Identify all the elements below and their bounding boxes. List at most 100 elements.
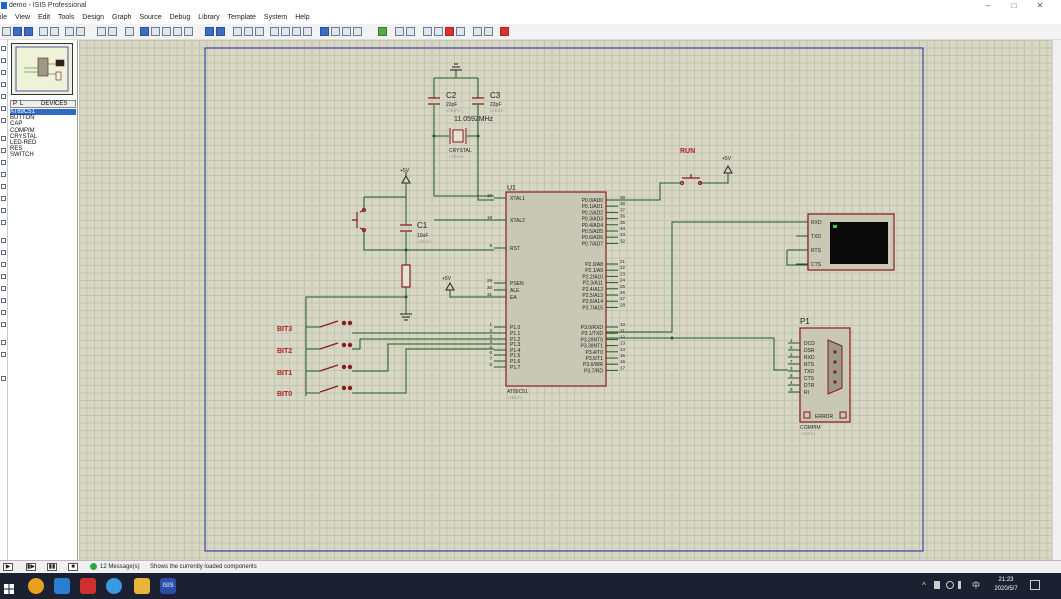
compim-p1[interactable] — [799, 327, 851, 423]
menu-edit[interactable]: Edit — [37, 14, 51, 21]
wire-autorouter-icon[interactable] — [378, 27, 387, 36]
wifi-icon[interactable] — [946, 581, 954, 589]
browser-icon[interactable] — [106, 578, 122, 594]
device-item-switch[interactable]: SWITCH — [10, 152, 34, 159]
search-app-icon[interactable] — [54, 578, 70, 594]
vertical-scrollbar[interactable] — [1052, 40, 1061, 560]
current-probe-icon[interactable] — [1, 208, 6, 213]
menu-debug[interactable]: Debug — [169, 14, 191, 21]
zoom-in-icon[interactable] — [151, 27, 160, 36]
mirror-x-icon[interactable] — [1, 376, 6, 381]
copy-icon[interactable] — [244, 27, 253, 36]
text-script-mode-icon[interactable] — [1, 94, 6, 99]
junction-mode-icon[interactable] — [1, 70, 6, 75]
netease-icon[interactable] — [80, 578, 96, 594]
exit-to-parent-icon[interactable] — [456, 27, 465, 36]
menu-system[interactable]: System — [263, 14, 288, 21]
menu-file[interactable]: ile — [0, 14, 8, 21]
origin-icon[interactable] — [125, 27, 134, 36]
device-item-compim[interactable]: COMPIM — [10, 127, 35, 134]
decompose-icon[interactable] — [353, 27, 362, 36]
u1-microcontroller[interactable] — [505, 191, 607, 387]
arc-mode-icon[interactable] — [1, 274, 6, 279]
block-move-icon[interactable] — [281, 27, 290, 36]
device-item-button[interactable]: BUTTON — [10, 115, 35, 122]
capacitor-c1[interactable] — [400, 224, 412, 232]
bit-switch[interactable] — [319, 342, 339, 350]
grid-icon[interactable] — [108, 27, 117, 36]
symbol-mode-icon[interactable] — [1, 310, 6, 315]
stop-button[interactable]: ■ — [68, 563, 78, 571]
zoom-all-icon[interactable] — [173, 27, 182, 36]
volume-icon[interactable] — [958, 581, 966, 589]
new-file-icon[interactable] — [2, 27, 11, 36]
make-device-icon[interactable] — [331, 27, 340, 36]
pick-tab[interactable]: P — [13, 101, 18, 107]
cut-icon[interactable] — [233, 27, 242, 36]
package-tool-icon[interactable] — [342, 27, 351, 36]
generator-mode-icon[interactable] — [1, 184, 6, 189]
wire-label-mode-icon[interactable] — [1, 82, 6, 87]
print-area-icon[interactable] — [76, 27, 85, 36]
text-mode-icon[interactable] — [1, 298, 6, 303]
message-count[interactable]: 12 Message(s) — [100, 564, 140, 570]
menu-tools[interactable]: Tools — [57, 14, 75, 21]
subcircuit-mode-icon[interactable] — [1, 118, 6, 123]
block-copy-icon[interactable] — [270, 27, 279, 36]
search-tag-icon[interactable] — [395, 27, 404, 36]
bus-mode-icon[interactable] — [1, 106, 6, 111]
device-item-led-red[interactable]: LED-RED — [10, 140, 37, 147]
device-item-res[interactable]: RES — [10, 146, 23, 153]
bit-switch[interactable] — [319, 385, 339, 393]
rotate-anticlockwise-icon[interactable] — [1, 352, 6, 357]
step-button[interactable]: ▮▶ — [26, 563, 36, 571]
virtual-instruments-icon[interactable] — [1, 220, 6, 225]
menu-template[interactable]: Template — [227, 14, 256, 21]
schematic-canvas[interactable]: C2 22pF <TEXT> C3 22pF <TEXT> 11.0592MHz… — [79, 40, 1052, 560]
block-delete-icon[interactable] — [303, 27, 312, 36]
bit-switch[interactable] — [319, 320, 339, 328]
pick-device-icon[interactable] — [320, 27, 329, 36]
tape-recorder-icon[interactable] — [1, 172, 6, 177]
remove-sheet-icon[interactable] — [445, 27, 454, 36]
refresh-icon[interactable] — [97, 27, 106, 36]
graph-mode-icon[interactable] — [1, 160, 6, 165]
zoom-area-icon[interactable] — [184, 27, 193, 36]
circle-mode-icon[interactable] — [1, 262, 6, 267]
chrome-icon[interactable] — [28, 578, 44, 594]
terminals-mode-icon[interactable] — [1, 136, 6, 141]
play-button[interactable]: ▶ — [3, 563, 13, 571]
pan-icon[interactable] — [140, 27, 149, 36]
rotate-clockwise-icon[interactable] — [1, 340, 6, 345]
capacitor-c2[interactable] — [428, 97, 440, 105]
menu-design[interactable]: Design — [82, 14, 105, 21]
menu-view[interactable]: View — [14, 14, 31, 21]
open-file-icon[interactable] — [13, 27, 22, 36]
design-explorer-icon[interactable] — [423, 27, 432, 36]
print-icon[interactable] — [65, 27, 74, 36]
voltage-probe-icon[interactable] — [1, 196, 6, 201]
isis-taskbar-item[interactable]: ISIS — [160, 578, 176, 594]
import-icon[interactable] — [39, 27, 48, 36]
reset-button[interactable] — [352, 207, 367, 233]
capacitor-c3[interactable] — [472, 97, 484, 105]
line-mode-icon[interactable] — [1, 238, 6, 243]
undo-icon[interactable] — [205, 27, 214, 36]
notification-icon[interactable] — [1030, 580, 1040, 590]
pause-button[interactable]: ▮▮ — [47, 563, 57, 571]
bit-switch[interactable] — [319, 364, 339, 372]
maximize-button[interactable]: □ — [1011, 1, 1017, 10]
network-icon[interactable] — [934, 581, 940, 589]
export-icon[interactable] — [50, 27, 59, 36]
device-pins-mode-icon[interactable] — [1, 148, 6, 153]
menu-graph[interactable]: Graph — [112, 14, 132, 21]
netlist-to-ares-icon[interactable] — [500, 27, 509, 36]
tray-chevron-icon[interactable]: ^ — [922, 581, 926, 590]
menu-source[interactable]: Source — [139, 14, 162, 21]
start-icon[interactable] — [4, 581, 14, 594]
clock[interactable]: 21:23 2020/5/7 — [990, 576, 1022, 594]
bill-of-materials-icon[interactable] — [473, 27, 482, 36]
box-mode-icon[interactable] — [1, 250, 6, 255]
new-sheet-icon[interactable] — [434, 27, 443, 36]
selection-mode-icon[interactable] — [1, 46, 6, 51]
